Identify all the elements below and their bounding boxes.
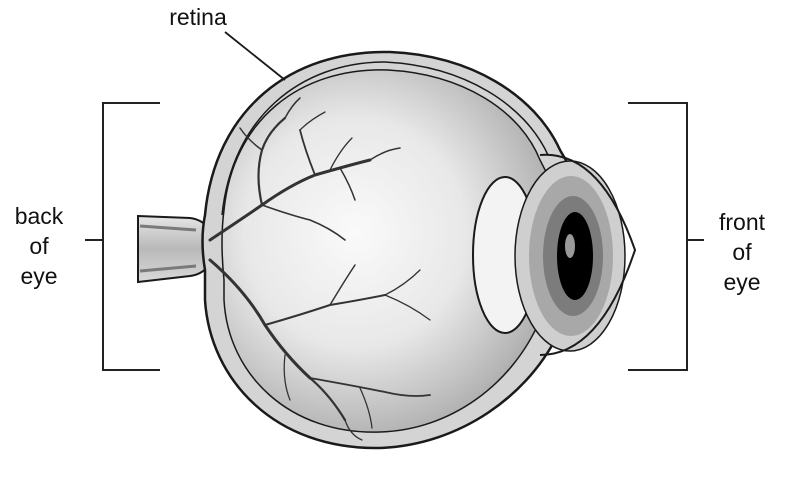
retina-label: retina [148,2,248,32]
front-of-eye-label: front of eye [706,207,778,297]
front-of-eye-bracket [628,103,704,370]
optic-nerve [138,216,210,282]
pupil [557,212,593,300]
retina-pointer-line [225,32,285,80]
back-of-eye-label: back of eye [4,201,74,291]
